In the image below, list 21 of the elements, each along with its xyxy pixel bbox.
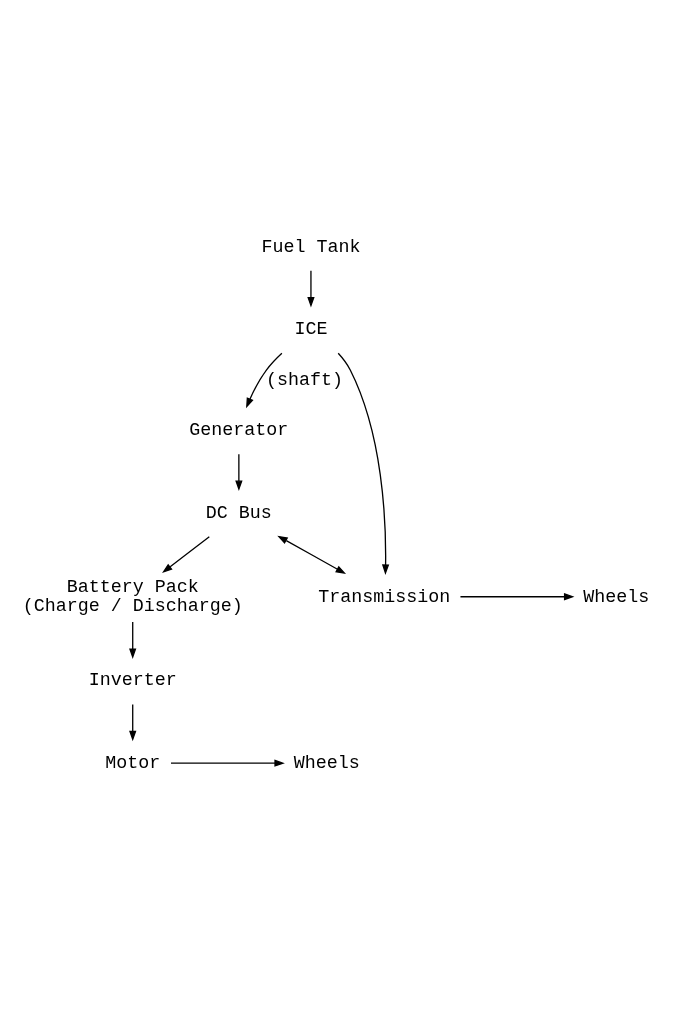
arrow [246, 352, 283, 409]
node-text: DC Bus [205, 502, 272, 524]
node-text: Wheels [583, 586, 650, 608]
node-text: Battery Pack (Charge / Discharge) [22, 576, 243, 618]
arrow [459, 593, 575, 601]
arrow [307, 270, 315, 308]
arrow [170, 759, 285, 767]
node-text: ICE [294, 319, 328, 341]
arrow [162, 536, 210, 573]
node-text: Fuel Tank [261, 236, 361, 258]
node-text: Generator [189, 420, 289, 442]
arrow [129, 703, 137, 742]
arrow [129, 621, 137, 659]
node-text: Inverter [88, 670, 177, 692]
node-text: Wheels [293, 753, 360, 775]
arrow [337, 352, 390, 575]
arrow [277, 535, 347, 575]
node-text: Motor [105, 753, 161, 775]
arrow [235, 453, 243, 492]
node-text: Transmission [318, 586, 451, 608]
edge-label: (shaft) [265, 369, 343, 391]
